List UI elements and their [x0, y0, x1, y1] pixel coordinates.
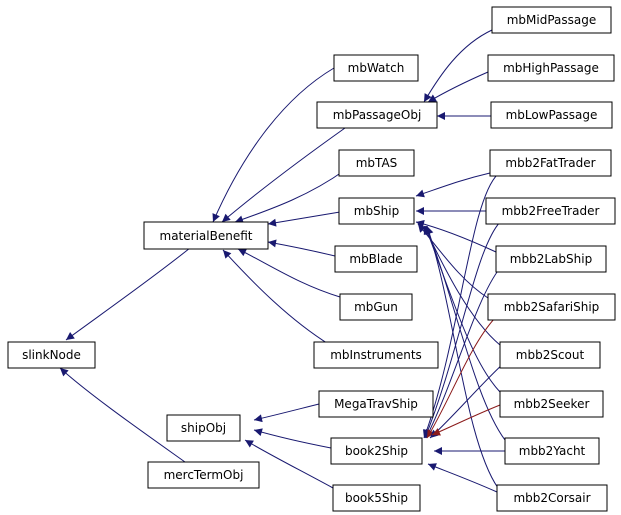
edge-mbb2FatTrader-to-mbShip	[415, 172, 491, 198]
node-mbb2Yacht[interactable]: mbb2Yacht	[504, 437, 600, 465]
node-label: book5Ship	[345, 491, 408, 505]
node-label: mbInstruments	[330, 348, 422, 362]
edge-mbBlade-to-materialBenefit	[267, 239, 336, 257]
node-mercTermObj[interactable]: mercTermObj	[147, 461, 260, 489]
edge-mbb2Corsair-to-book2Ship	[427, 463, 498, 493]
node-mbInstruments[interactable]: mbInstruments	[313, 341, 439, 369]
edge-mbb2Corsair-to-mbShip	[425, 225, 499, 489]
node-label: mercTermObj	[164, 468, 244, 482]
edge-book2Ship-to-shipObj	[253, 428, 332, 449]
node-mbb2Scout[interactable]: mbb2Scout	[499, 341, 601, 369]
edge-mbPassageObj-to-materialBenefit	[221, 127, 346, 223]
node-label: mbBlade	[349, 252, 402, 266]
inheritance-edges	[59, 29, 506, 493]
node-mbb2LabShip[interactable]: mbb2LabShip	[495, 245, 607, 273]
edge-mbb2Yacht-to-mbShip	[425, 225, 506, 441]
node-label: MegaTravShip	[334, 397, 418, 411]
edge-mbMidPassage-to-mbPassageObj	[423, 29, 493, 103]
node-mbb2SafariShip[interactable]: mbb2SafariShip	[487, 293, 616, 321]
edge-mbShip-to-materialBenefit	[267, 211, 341, 227]
node-label: mbb2Scout	[516, 348, 585, 362]
edge-mercTermObj-to-slinkNode	[59, 367, 186, 463]
node-MegaTravShip[interactable]: MegaTravShip	[318, 390, 434, 418]
node-label: mbLowPassage	[506, 108, 598, 122]
node-mbTAS[interactable]: mbTAS	[338, 149, 415, 177]
node-label: mbTAS	[356, 156, 398, 170]
node-label: materialBenefit	[160, 229, 253, 243]
edge-mbb2FatTrader-to-book2Ship	[423, 173, 499, 439]
edge-mbTAS-to-materialBenefit	[234, 169, 346, 224]
node-mbShip[interactable]: mbShip	[338, 197, 415, 225]
edge-mbb2LabShip-to-mbShip	[415, 220, 497, 253]
edge-MegaTravShip-to-shipObj	[253, 403, 320, 423]
node-mbb2FreeTrader[interactable]: mbb2FreeTrader	[485, 197, 616, 225]
node-label: mbb2FreeTrader	[502, 204, 600, 218]
node-label: mbHighPassage	[503, 61, 599, 75]
node-mbMidPassage[interactable]: mbMidPassage	[491, 6, 612, 34]
node-mbb2Seeker[interactable]: mbb2Seeker	[499, 390, 604, 418]
node-book5Ship[interactable]: book5Ship	[332, 484, 421, 512]
edge-mbb2SafariShip-to-book2Ship	[426, 317, 496, 439]
node-materialBenefit[interactable]: materialBenefit	[143, 221, 269, 250]
node-label: mbb2SafariShip	[504, 300, 600, 314]
node-label: mbb2FatTrader	[505, 156, 595, 170]
node-shipObj[interactable]: shipObj	[166, 414, 241, 442]
node-label: mbMidPassage	[507, 13, 597, 27]
node-mbGun[interactable]: mbGun	[339, 293, 413, 321]
node-label: mbb2Seeker	[514, 397, 590, 411]
node-label: mbGun	[354, 300, 398, 314]
edge-mbWatch-to-materialBenefit	[212, 67, 335, 223]
node-mbb2Corsair[interactable]: mbb2Corsair	[496, 484, 608, 512]
edge-mbHighPassage-to-mbPassageObj	[427, 71, 489, 103]
node-mbb2FatTrader[interactable]: mbb2FatTrader	[489, 149, 612, 177]
node-mbLowPassage[interactable]: mbLowPassage	[490, 101, 613, 129]
edge-book5Ship-to-shipObj	[244, 439, 334, 489]
node-label: book2Ship	[345, 444, 408, 458]
node-mbBlade[interactable]: mbBlade	[334, 245, 418, 273]
edge-mbb2Seeker-to-book2Ship	[431, 404, 501, 436]
node-label: mbb2LabShip	[510, 252, 592, 266]
node-label: slinkNode	[22, 348, 81, 362]
node-label: mbWatch	[348, 61, 405, 75]
node-mbWatch[interactable]: mbWatch	[333, 54, 419, 82]
node-label: shipObj	[181, 421, 226, 435]
node-book2Ship[interactable]: book2Ship	[330, 437, 423, 465]
edge-mbb2FreeTrader-to-book2Ship	[424, 221, 501, 439]
edge-mbb2Scout-to-book2Ship	[429, 361, 506, 439]
edge-materialBenefit-to-slinkNode	[65, 247, 191, 341]
node-slinkNode[interactable]: slinkNode	[7, 341, 96, 369]
edge-mbb2LabShip-to-book2Ship	[425, 267, 501, 439]
edge-mbInstruments-to-materialBenefit	[222, 249, 331, 346]
node-label: mbb2Corsair	[513, 491, 590, 505]
node-label: mbPassageObj	[333, 108, 422, 122]
node-mbPassageObj[interactable]: mbPassageObj	[316, 101, 438, 129]
node-label: mbb2Yacht	[519, 444, 586, 458]
node-label: mbShip	[354, 204, 399, 218]
edge-mbGun-to-materialBenefit	[237, 248, 341, 298]
node-mbHighPassage[interactable]: mbHighPassage	[487, 54, 615, 82]
